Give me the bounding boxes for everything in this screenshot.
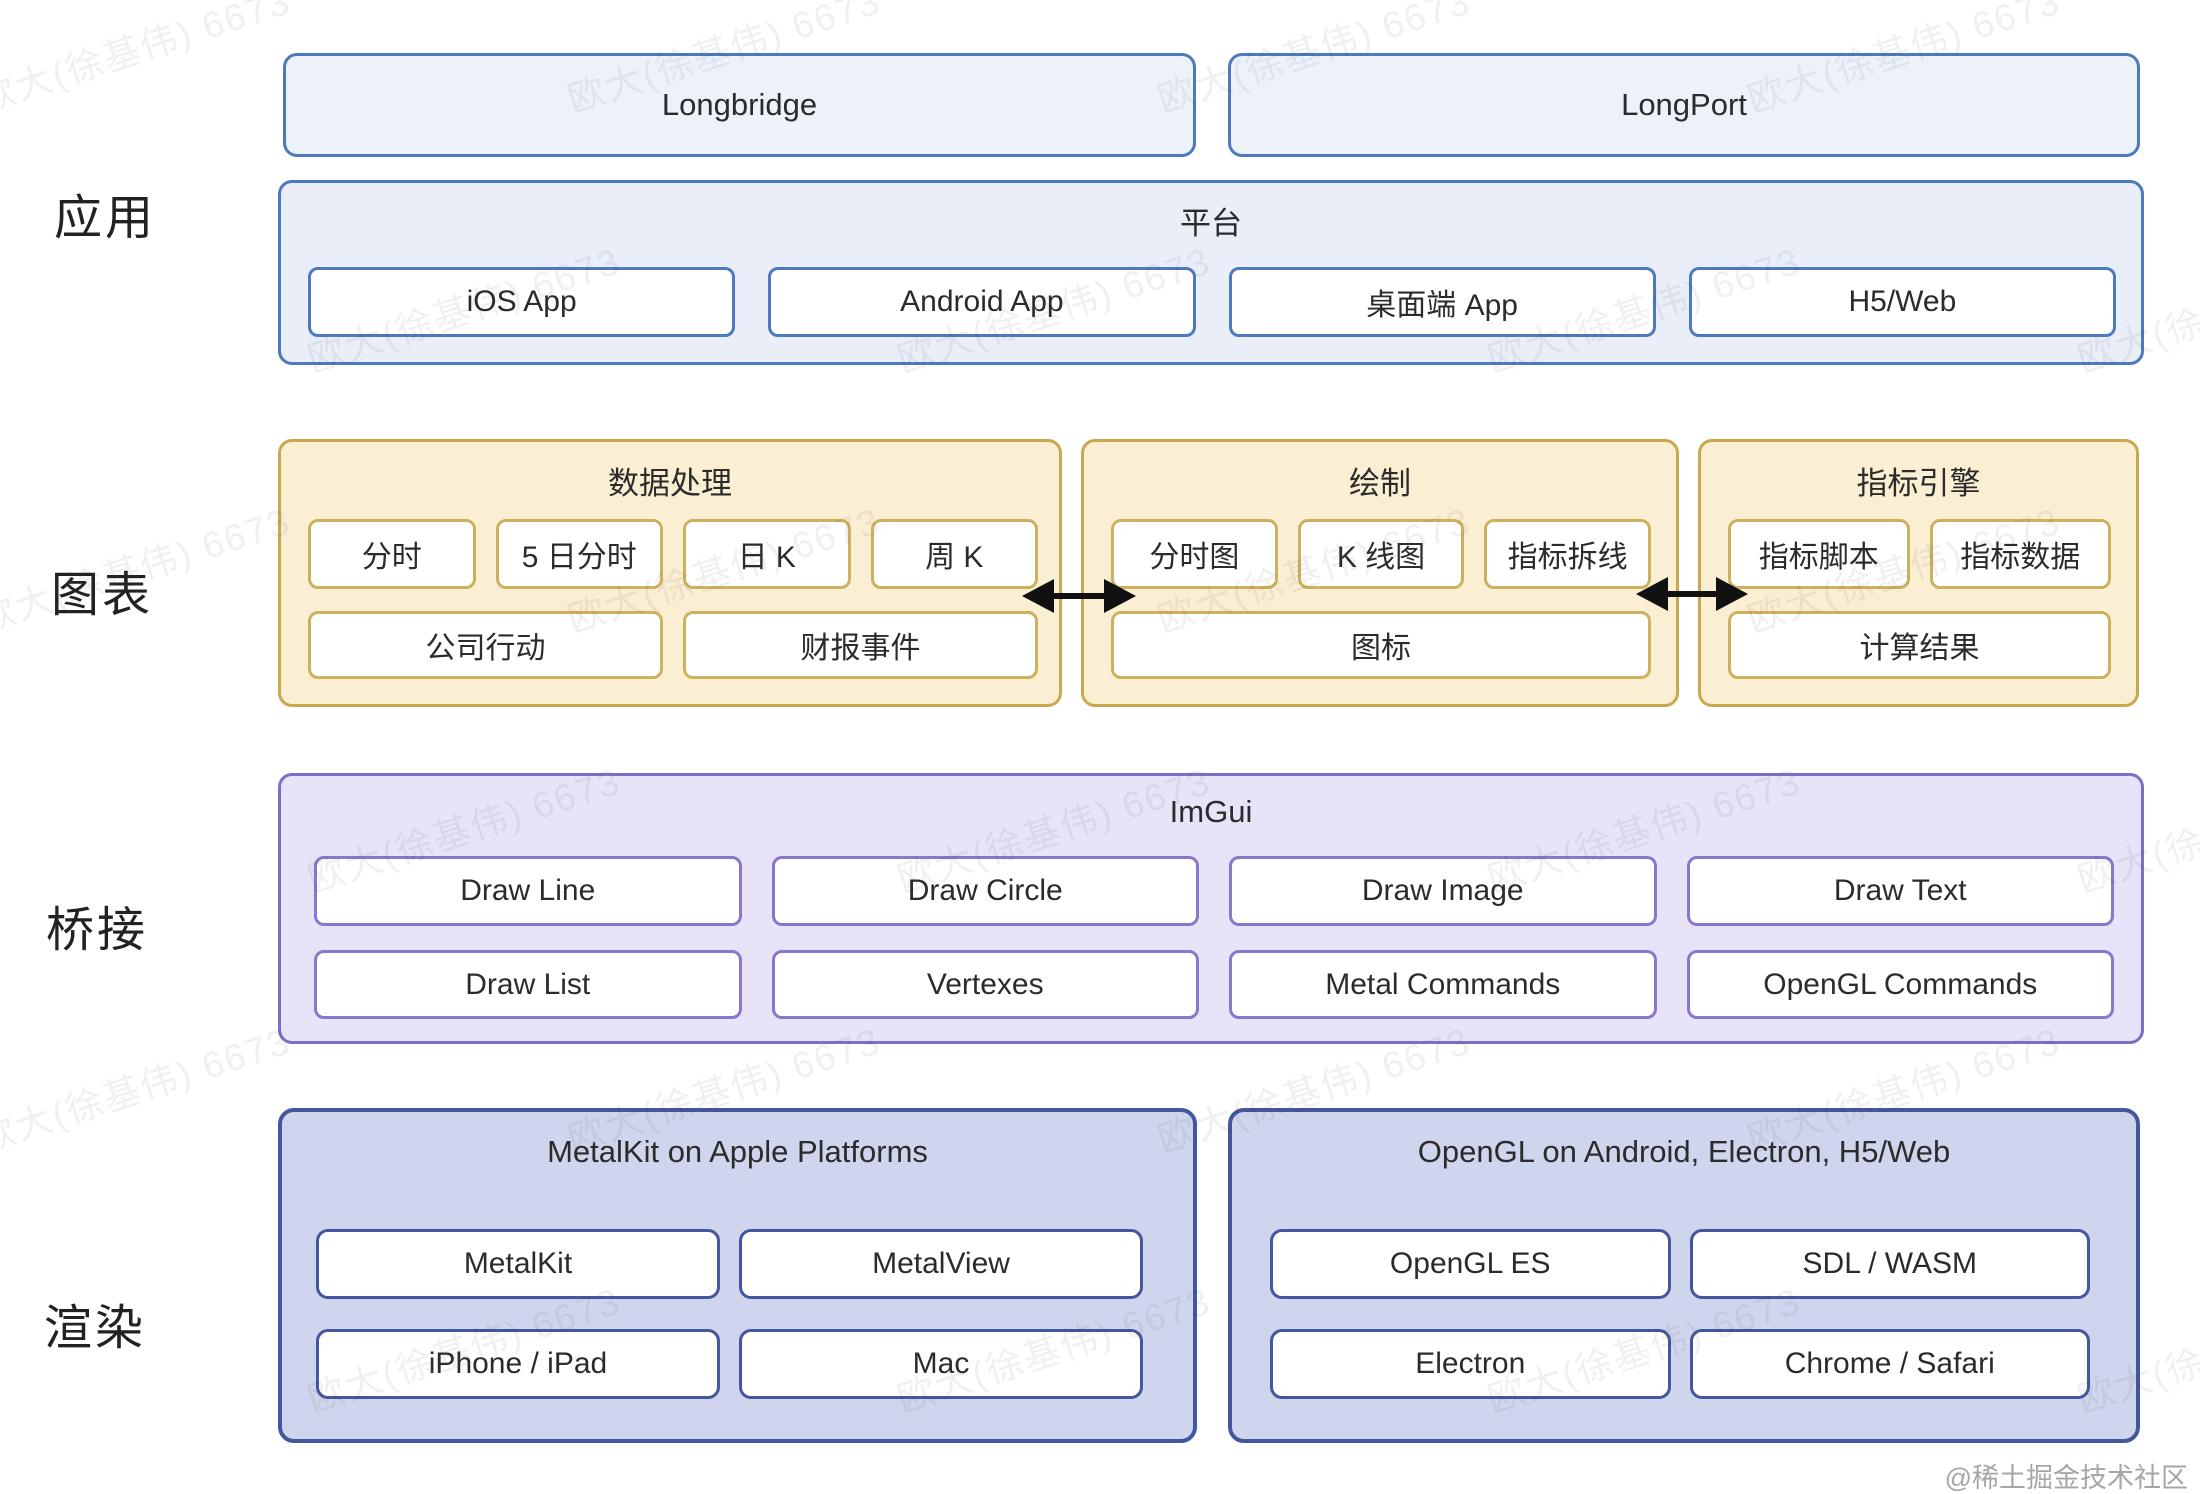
metalkit-box: MetalKit on Apple Platforms MetalKit Met… (278, 1108, 1197, 1443)
longbridge-box: Longbridge (283, 53, 1196, 157)
indicator-engine-box: 指标引擎 指标脚本 指标数据 计算结果 (1698, 439, 2139, 707)
chip-draw-text: Draw Text (1686, 856, 2114, 926)
credit-watermark: @稀土掘金技术社区 (1944, 1463, 2188, 1493)
layer-label-bridge: 桥接 (45, 904, 149, 957)
chip-calc-result: 计算结果 (1728, 611, 2111, 679)
drawing-box: 绘制 分时图 K 线图 指标拆线 图标 (1081, 439, 1679, 707)
chip-vertexes: Vertexes (771, 950, 1199, 1019)
imgui-chip-row-2: Draw List Vertexes Metal Commands OpenGL… (314, 950, 2114, 1019)
data-processing-title: 数据处理 (608, 466, 732, 501)
chip-metal-commands: Metal Commands (1229, 950, 1657, 1019)
chip-weekly-k: 周 K (870, 519, 1038, 589)
chip-indicator-data: 指标数据 (1929, 519, 2111, 589)
chip-corporate-action: 公司行动 (308, 611, 663, 679)
layer-label-chart: 图表 (50, 569, 154, 622)
drawing-title: 绘制 (1349, 466, 1411, 501)
chip-kline-chart: K 线图 (1297, 519, 1465, 589)
chip-metalview: MetalView (739, 1229, 1143, 1299)
chip-draw-image: Draw Image (1229, 856, 1657, 926)
chip-h5-web: H5/Web (1688, 267, 2116, 337)
chip-draw-circle: Draw Circle (771, 856, 1199, 926)
longport-box: LongPort (1228, 53, 2140, 157)
layer-label-application: 应用 (53, 192, 157, 245)
chip-opengl-commands: OpenGL Commands (1686, 950, 2114, 1019)
platform-chip-row: iOS App Android App 桌面端 App H5/Web (308, 267, 2116, 337)
chip-indicator-line: 指标拆线 (1484, 519, 1652, 589)
watermark-tile: 欧大(徐基伟) 6673 (0, 1020, 296, 1161)
chip-opengl-es: OpenGL ES (1270, 1229, 1671, 1299)
indicator-chip-row-2: 计算结果 (1728, 611, 2111, 679)
platform-box: 平台 iOS App Android App 桌面端 App H5/Web (278, 180, 2144, 365)
chip-chrome-safari: Chrome / Safari (1689, 1329, 2090, 1399)
chip-intraday: 分时 (308, 519, 476, 589)
data-processing-box: 数据处理 分时 5 日分时 日 K 周 K 公司行动 财报事件 (278, 439, 1062, 707)
platform-title: 平台 (1180, 206, 1242, 241)
chip-ios-app: iOS App (308, 267, 736, 337)
imgui-chip-row-1: Draw Line Draw Circle Draw Image Draw Te… (314, 856, 2114, 926)
imgui-title: ImGui (1169, 794, 1253, 829)
chip-earnings-event: 财报事件 (683, 611, 1038, 679)
opengl-chip-row-1: OpenGL ES SDL / WASM (1270, 1229, 2090, 1299)
chip-intraday-chart: 分时图 (1111, 519, 1278, 589)
chip-electron: Electron (1270, 1329, 1671, 1399)
metalkit-chip-row-2: iPhone / iPad Mac (316, 1329, 1143, 1399)
chip-daily-k: 日 K (683, 519, 851, 589)
data-processing-chip-row-2: 公司行动 财报事件 (308, 611, 1038, 679)
metalkit-title: MetalKit on Apple Platforms (547, 1134, 928, 1169)
chip-5day-intraday: 5 日分时 (495, 519, 663, 589)
layer-label-render: 渲染 (43, 1302, 147, 1355)
chip-draw-list: Draw List (314, 950, 742, 1019)
opengl-box: OpenGL on Android, Electron, H5/Web Open… (1228, 1108, 2140, 1443)
drawing-chip-row-2: 图标 (1111, 611, 1651, 679)
chip-iphone-ipad: iPhone / iPad (316, 1329, 720, 1399)
data-processing-chip-row-1: 分时 5 日分时 日 K 周 K (308, 519, 1038, 589)
opengl-title: OpenGL on Android, Electron, H5/Web (1417, 1134, 1951, 1169)
metalkit-chip-row-1: MetalKit MetalView (316, 1229, 1143, 1299)
chip-metalkit: MetalKit (316, 1229, 720, 1299)
indicator-chip-row-1: 指标脚本 指标数据 (1728, 519, 2111, 589)
chip-desktop-app: 桌面端 App (1228, 267, 1656, 337)
chip-draw-line: Draw Line (314, 856, 742, 926)
chip-indicator-script: 指标脚本 (1728, 519, 1910, 589)
chip-mac: Mac (739, 1329, 1143, 1399)
watermark-tile: 欧大(徐基伟) 6673 (0, 0, 296, 121)
imgui-box: ImGui Draw Line Draw Circle Draw Image D… (278, 773, 2144, 1044)
indicator-engine-title: 指标引擎 (1856, 466, 1981, 501)
chip-icon: 图标 (1111, 611, 1651, 679)
drawing-chip-row-1: 分时图 K 线图 指标拆线 (1111, 519, 1652, 589)
opengl-chip-row-2: Electron Chrome / Safari (1270, 1329, 2090, 1399)
chip-android-app: Android App (768, 267, 1196, 337)
chip-sdl-wasm: SDL / WASM (1689, 1229, 2090, 1299)
